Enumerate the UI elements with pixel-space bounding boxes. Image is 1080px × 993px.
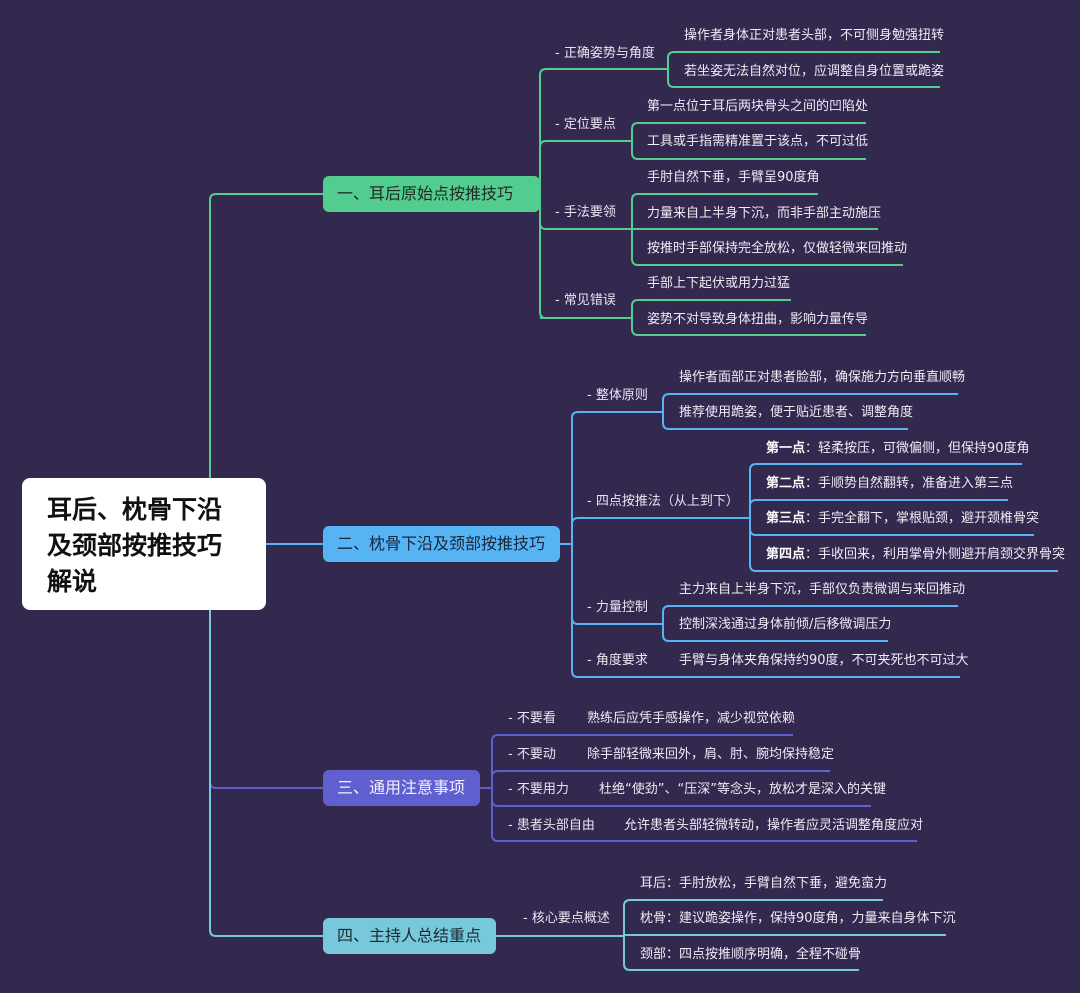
leaf-bold-label: 第一点	[766, 441, 806, 456]
leaf-item[interactable]: 手肘自然下垂，手臂呈90度角	[647, 170, 820, 185]
leaf-text: ：手收回来，利用掌骨外侧避开肩颈交界骨突	[805, 547, 1066, 562]
leaf-connector	[623, 899, 883, 936]
leaf-text: ：手完全翻下，掌根贴颈，避开颈椎骨突	[805, 511, 1040, 526]
leaf-item[interactable]: 第一点：轻柔按压，可微偏侧，但保持90度角	[766, 440, 1030, 458]
leaf-connector	[631, 229, 903, 266]
leaf-connector	[749, 518, 1058, 572]
leaf-item[interactable]: 控制深浅通过身体前倾/后移微调压力	[679, 617, 892, 632]
leaf-item[interactable]: 姿势不对导致身体扭曲，影响力量传导	[647, 312, 869, 327]
subtopic-dont-force[interactable]: - 不要用力	[508, 782, 569, 797]
leaf-connector	[623, 936, 859, 971]
leaf-item[interactable]: 推荐使用跪姿，便于贴近患者、调整角度	[679, 405, 914, 420]
leaf-bold-label: 第三点	[766, 511, 806, 526]
leaf-connector	[662, 412, 908, 430]
leaf-item[interactable]: 力量来自上半身下沉，而非手部主动施压	[647, 206, 882, 221]
leaf-item[interactable]: 第一点位于耳后两块骨头之间的凹陷处	[647, 99, 869, 114]
leaf-item[interactable]: 若坐姿无法自然对位，应调整自身位置或跪姿	[684, 64, 945, 79]
subtopic-common-errors[interactable]: - 常见错误	[555, 293, 616, 308]
leaf-connector	[631, 318, 866, 336]
leaf-item[interactable]: 第二点：手顺势自然翻转，准备进入第三点	[766, 475, 1013, 493]
leaf-connector	[662, 605, 958, 624]
branch-topic-ear[interactable]: 一、耳后原始点按推技巧	[323, 176, 540, 212]
leaf-connector	[631, 193, 818, 229]
subtopic-force-control[interactable]: - 力量控制	[587, 600, 648, 615]
leaf-item[interactable]: 主力来自上半身下沉，手部仅负责微调与来回推动	[679, 582, 966, 597]
leaf-item[interactable]: 按推时手部保持完全放松，仅做轻微来回推动	[647, 241, 908, 256]
subtopic-angle[interactable]: - 角度要求	[587, 653, 648, 668]
branch-topic-occipital[interactable]: 二、枕骨下沿及颈部按推技巧	[323, 526, 560, 562]
leaf-text: ：轻柔按压，可微偏侧，但保持90度角	[805, 441, 1030, 456]
subtopic-core-points[interactable]: - 核心要点概述	[523, 911, 610, 926]
leaf-item[interactable]: 杜绝“使劲”、“压深”等念头，放松才是深入的关键	[599, 782, 886, 797]
leaf-item[interactable]: 操作者身体正对患者头部，不可侧身勉强扭转	[684, 28, 945, 43]
subtopic-positioning[interactable]: - 定位要点	[555, 117, 616, 132]
sub-connector	[491, 734, 793, 788]
leaf-connector	[631, 299, 791, 318]
trunk-connector	[209, 543, 323, 937]
leaf-item[interactable]: 第四点：手收回来，利用掌骨外侧避开肩颈交界骨突	[766, 546, 1065, 564]
root-topic[interactable]: 耳后、枕骨下沿 及颈部按推技巧 解说	[22, 478, 266, 610]
leaf-item[interactable]: 颈部：四点按推顺序明确，全程不碰骨	[640, 947, 862, 962]
leaf-item[interactable]: 手臂与身体夹角保持约90度，不可夹死也不可过大	[679, 653, 969, 668]
leaf-connector	[749, 463, 1022, 518]
sub-connector	[571, 544, 960, 678]
leaf-item[interactable]: 除手部轻微来回外，肩、肘、腕均保持稳定	[587, 747, 835, 762]
leaf-item[interactable]: 第三点：手完全翻下，掌根贴颈，避开颈椎骨突	[766, 510, 1039, 528]
trunk-connector	[209, 193, 323, 545]
subtopic-dont-move[interactable]: - 不要动	[508, 747, 556, 762]
sub-connector	[571, 517, 750, 544]
root-title-line: 耳后、枕骨下沿	[47, 495, 223, 524]
leaf-connector	[662, 624, 888, 642]
root-title-line: 及颈部按推技巧	[47, 531, 223, 560]
leaf-item[interactable]: 操作者面部正对患者脸部，确保施力方向垂直顺畅	[679, 370, 966, 385]
subtopic-posture[interactable]: - 正确姿势与角度	[555, 46, 655, 61]
branch-topic-summary[interactable]: 四、主持人总结重点	[323, 918, 496, 954]
leaf-connector	[631, 141, 866, 160]
subtopic-technique[interactable]: - 手法要领	[555, 205, 616, 220]
sub-connector	[491, 770, 830, 788]
leaf-bold-label: 第二点	[766, 476, 806, 491]
root-title-line: 解说	[47, 567, 98, 596]
sub-connector	[539, 68, 668, 194]
leaf-connector	[749, 499, 1008, 518]
branch-topic-precautions[interactable]: 三、通用注意事项	[323, 770, 480, 806]
leaf-text: ：手顺势自然翻转，准备进入第三点	[805, 476, 1014, 491]
subtopic-general-principle[interactable]: - 整体原则	[587, 388, 648, 403]
sub-connector	[571, 411, 663, 544]
leaf-connector	[667, 51, 940, 69]
leaf-item[interactable]: 工具或手指需精准置于该点，不可过低	[647, 134, 869, 149]
leaf-item[interactable]: 允许患者头部轻微转动，操作者应灵活调整角度应对	[624, 818, 924, 833]
leaf-item[interactable]: 手部上下起伏或用力过猛	[647, 276, 791, 291]
subtopic-four-point-method[interactable]: - 四点按推法（从上到下）	[587, 494, 739, 509]
sub-connector	[491, 788, 917, 842]
leaf-item[interactable]: 熟练后应凭手感操作，减少视觉依赖	[587, 711, 796, 726]
sub-connector	[539, 140, 632, 194]
leaf-connector	[662, 393, 958, 412]
subtopic-dont-look[interactable]: - 不要看	[508, 711, 556, 726]
leaf-item[interactable]: 枕骨：建议跪姿操作，保持90度角，力量来自身体下沉	[640, 911, 956, 926]
subtopic-head-free[interactable]: - 患者头部自由	[508, 818, 595, 833]
leaf-connector	[667, 69, 940, 88]
leaf-item[interactable]: 耳后：手肘放松，手臂自然下垂，避免蛮力	[640, 876, 888, 891]
leaf-connector	[631, 122, 866, 141]
leaf-bold-label: 第四点	[766, 547, 806, 562]
